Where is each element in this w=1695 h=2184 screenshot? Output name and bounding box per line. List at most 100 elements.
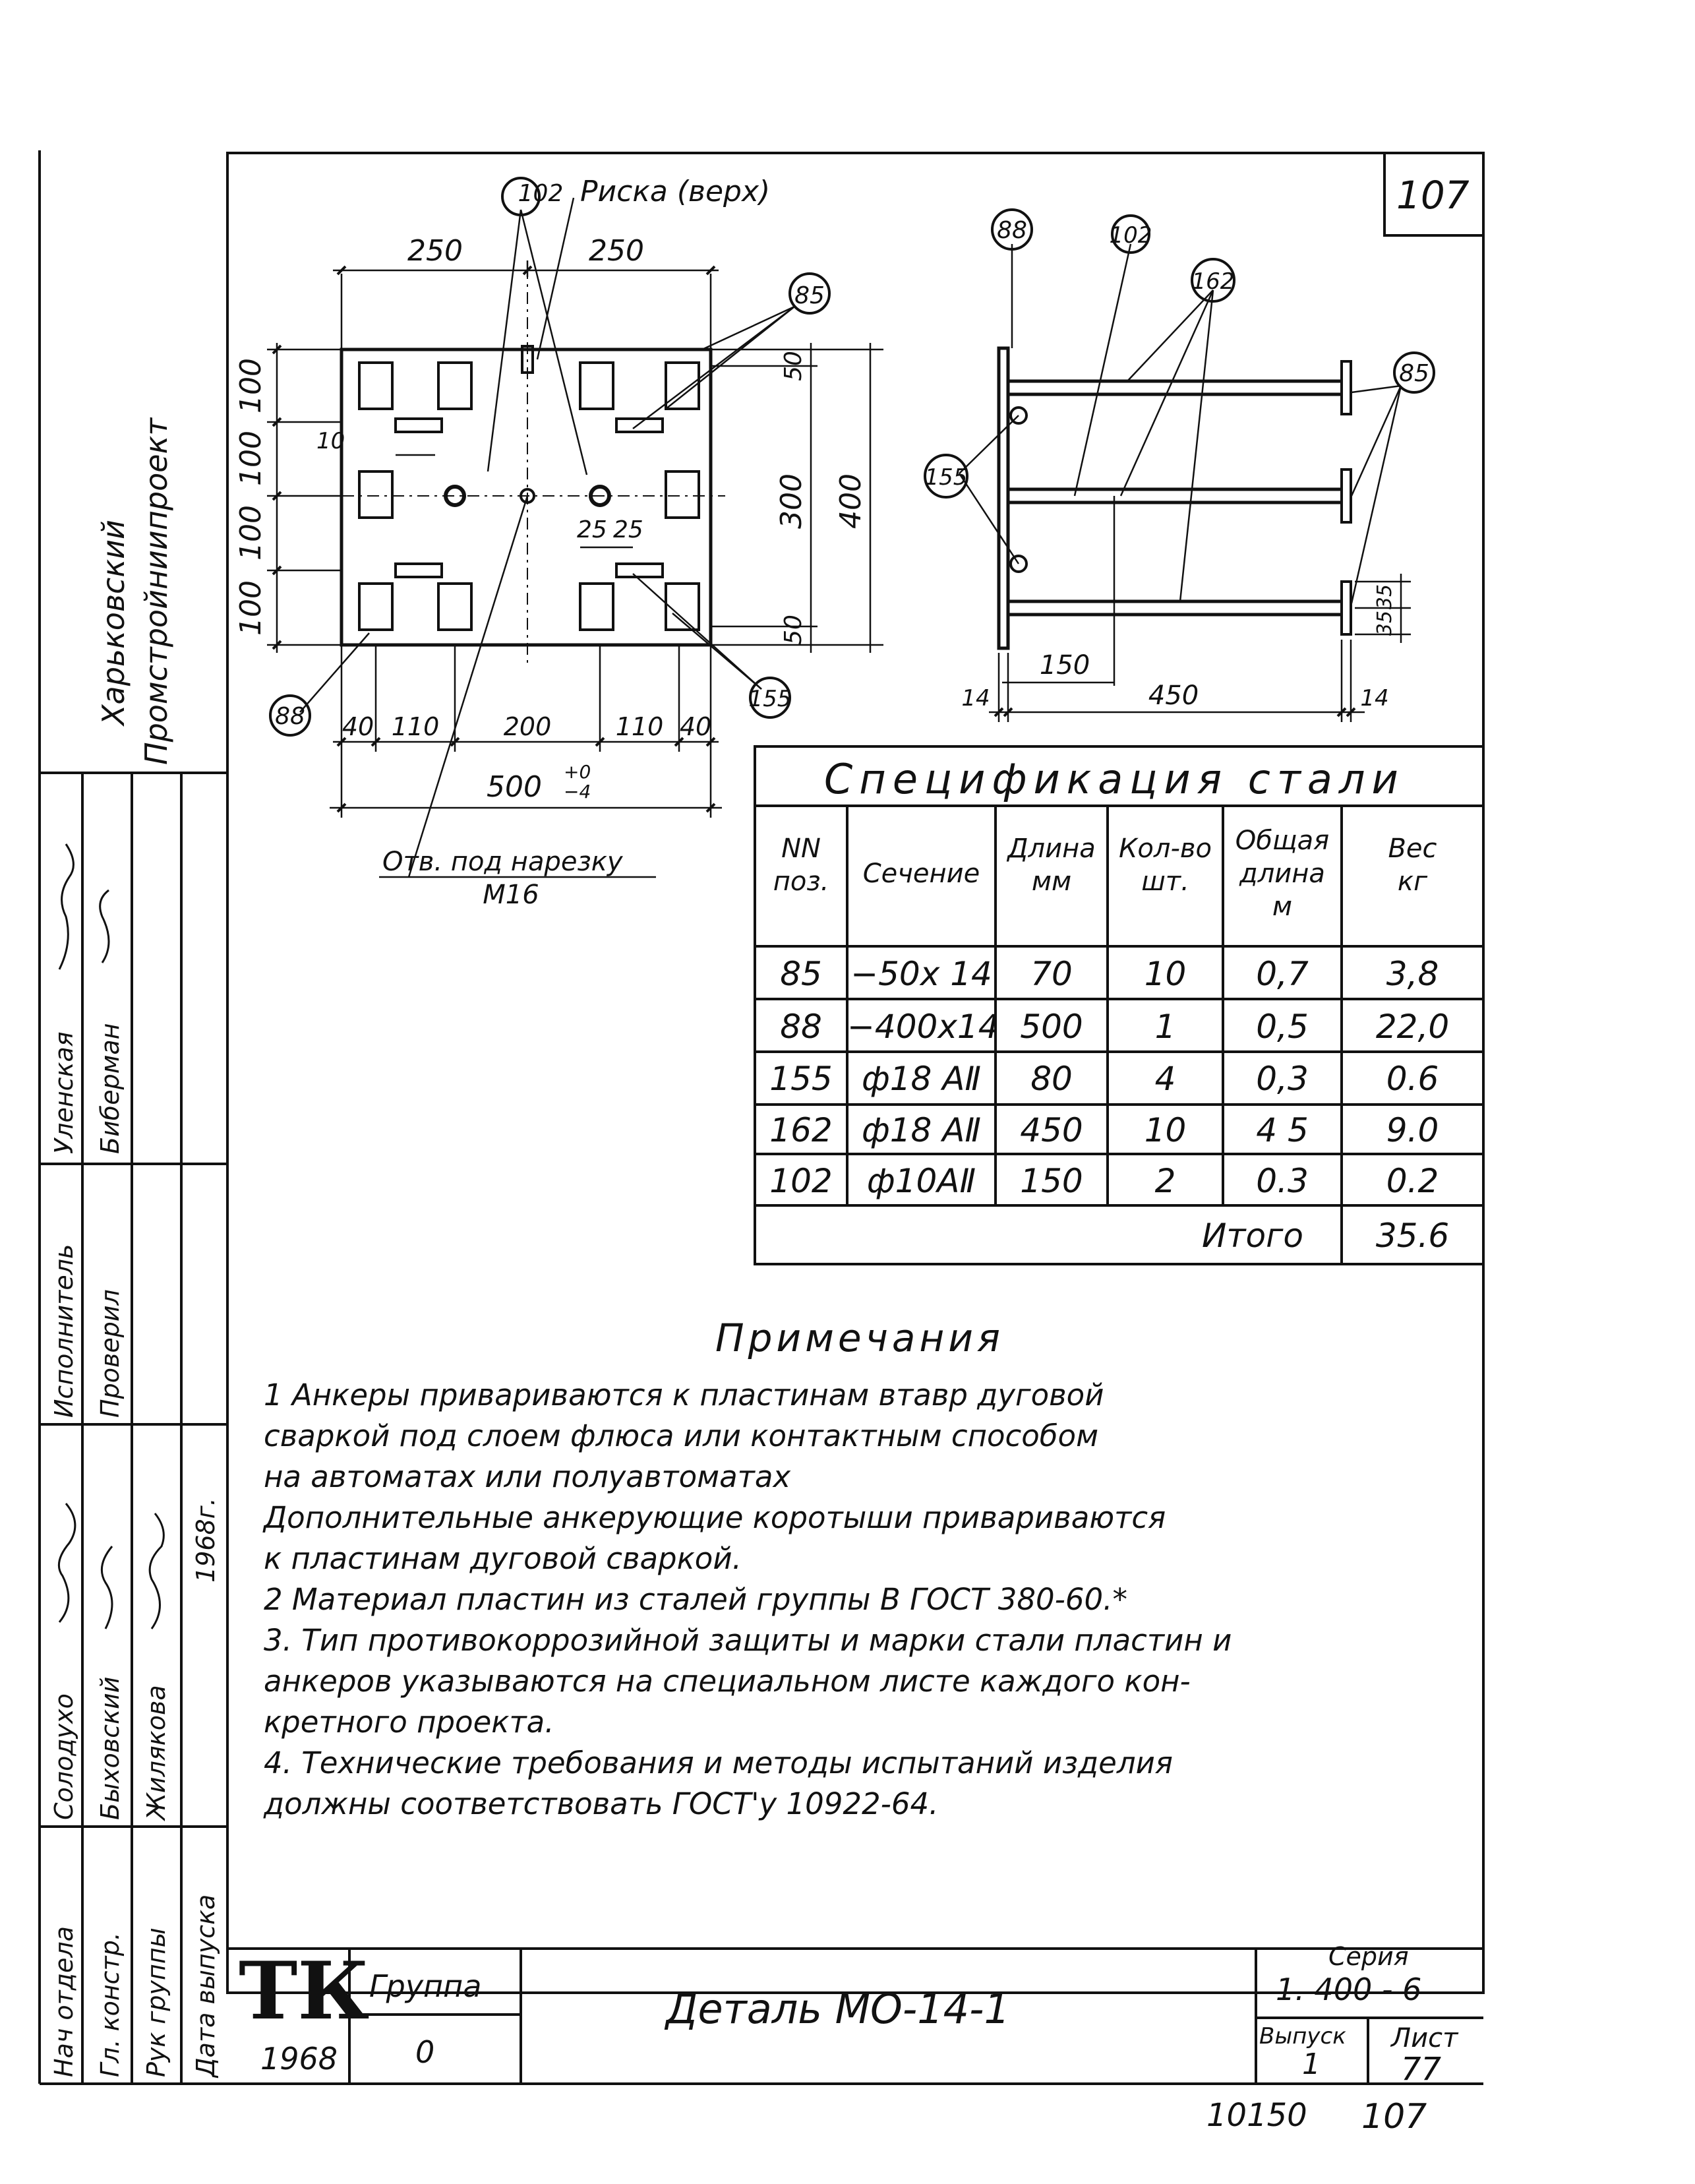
spec-title: Спецификация стали [824, 755, 1405, 803]
callout-102-plan: 102 [518, 180, 564, 207]
spec-cell-pos: 155 [769, 1060, 833, 1098]
spec-cell-length: 150 [1020, 1162, 1083, 1200]
notes-list: 1 Анкеры привариваются к пластинам втавр… [264, 1375, 1232, 1825]
spec-cell-section: −400x14 [847, 1008, 999, 1046]
dim-left-3: 100 [234, 505, 268, 561]
spec-cell-total: 4 5 [1256, 1111, 1309, 1149]
signature-1 [58, 843, 74, 970]
note-line: кретного проекта. [264, 1705, 554, 1740]
spec-header-pos: NN поз. [755, 832, 847, 898]
dim-bottom-1: 40 [342, 712, 374, 741]
bottom-code: 10150 [1206, 2097, 1307, 2134]
dim-left-1: 100 [234, 358, 268, 413]
dim-35-top: 35 [1373, 584, 1396, 609]
corner-sheet-number: 107 [1396, 173, 1470, 218]
bottom-page: 107 [1361, 2097, 1427, 2137]
group-label: Группа [369, 1968, 482, 2004]
spec-cell-pos: 88 [780, 1008, 822, 1046]
spec-cell-qty: 10 [1144, 955, 1187, 993]
spec-header-total-line2: длина [1239, 859, 1325, 889]
callout-102-side: 102 [1110, 222, 1152, 249]
signature-5 [148, 1513, 165, 1629]
spec-cell-section: ф18 АⅡ [861, 1111, 982, 1149]
hole-note-1: Отв. под нарезку [382, 847, 624, 877]
spec-header-total-line3: м [1272, 892, 1293, 922]
note-line: 4. Технические требования и методы испыт… [264, 1745, 1173, 1780]
dim-14-left: 14 [961, 685, 990, 712]
spec-total-value: 35.6 [1375, 1217, 1450, 1255]
callout-155-plan: 155 [749, 686, 792, 712]
tol-plus: +0 [564, 761, 591, 783]
tol-minus: −4 [564, 781, 591, 803]
dim-bottom-5: 40 [680, 712, 711, 741]
issue-value: 1 [1302, 2048, 1321, 2081]
callout-155-side: 155 [925, 464, 968, 491]
spec-header-total-line1: Общая [1235, 826, 1330, 856]
note-line: должны соответствовать ГОСТ'у 10922-64. [264, 1786, 939, 1821]
spec-header-qty: Кол-во шт. [1108, 832, 1223, 898]
notes-title: Примечания [715, 1316, 1004, 1360]
sheet-value: 77 [1401, 2051, 1442, 2088]
dim-bottom-2: 110 [392, 712, 440, 741]
spec-header-pos-line2: поз. [773, 866, 829, 897]
spec-cell-total: 0,7 [1256, 955, 1309, 993]
dim-right-bottom: 50 [780, 615, 807, 645]
spec-cell-weight: 0.2 [1386, 1162, 1439, 1200]
spec-cell-total: 0,3 [1256, 1060, 1309, 1098]
spec-cell-section: ф10АⅡ [866, 1162, 976, 1200]
spec-cell-qty: 2 [1154, 1162, 1176, 1200]
spec-cell-pos: 85 [780, 955, 822, 993]
dim-top-right: 250 [589, 234, 644, 268]
spec-cell-length: 500 [1020, 1008, 1083, 1046]
spec-header-length-line2: мм [1031, 866, 1072, 897]
note-line: анкеров указываются на специальном листе… [264, 1664, 1191, 1699]
sheet-label: Лист [1391, 2023, 1458, 2053]
spec-cell-qty: 1 [1154, 1008, 1176, 1046]
note-line: сваркой под слоем флюса или контактным с… [264, 1418, 1099, 1453]
note-line: к пластинам дуговой сваркой. [264, 1541, 742, 1576]
spec-header-total-length: Общая длина м [1223, 824, 1342, 923]
dim-450: 450 [1148, 681, 1199, 711]
dim-14-right: 14 [1360, 685, 1388, 712]
spec-cell-weight: 22,0 [1375, 1008, 1450, 1046]
note-line: на автоматах или полуавтоматах [264, 1459, 791, 1494]
spec-header-section: Сечение [862, 859, 980, 889]
callout-162-side: 162 [1192, 268, 1235, 295]
spec-header-qty-line1: Кол-во [1119, 834, 1212, 864]
spec-header-length: Длина мм [996, 832, 1108, 898]
spec-total-label: Итого [1202, 1217, 1303, 1255]
dim-35-bottom: 35 [1373, 611, 1396, 636]
note-line: Дополнительные анкерующие коротыши прива… [264, 1500, 1166, 1535]
issue-label: Выпуск [1259, 2023, 1346, 2049]
dim-bottom-3: 200 [504, 712, 552, 741]
spec-cell-total: 0.3 [1256, 1162, 1309, 1200]
callout-88-side: 88 [997, 217, 1027, 244]
drawing-title: Деталь МО-14-1 [666, 1985, 1010, 2033]
spec-header-pos-line1: NN [781, 834, 821, 864]
spec-header-qty-line2: шт. [1141, 866, 1189, 897]
spec-cell-qty: 10 [1144, 1111, 1187, 1149]
dim-right-top: 50 [780, 351, 807, 381]
spec-cell-weight: 9.0 [1386, 1111, 1439, 1149]
dim-inner-a: 25 [577, 516, 607, 543]
note-line: 3. Тип противокоррозийной защиты и марки… [264, 1623, 1232, 1658]
note-line: 2 Материал пластин из сталей группы В ГО… [264, 1582, 1127, 1617]
dim-left-4: 100 [234, 580, 268, 636]
series-label: Серия [1328, 1942, 1409, 1971]
spec-cell-weight: 3,8 [1386, 955, 1439, 993]
spec-header-weight-line1: Вес [1388, 834, 1437, 864]
spec-cell-total: 0,5 [1256, 1008, 1309, 1046]
dim-inner-b: 25 [613, 516, 643, 543]
spec-cell-section: −50x 14 [850, 955, 992, 993]
signature-3 [57, 1503, 76, 1623]
signature-2 [99, 889, 110, 963]
dim-bottom-4: 110 [616, 712, 664, 741]
dim-left-2: 100 [234, 431, 268, 486]
spec-cell-length: 70 [1030, 955, 1073, 993]
callout-85-plan: 85 [794, 282, 825, 309]
dim-150: 150 [1040, 650, 1090, 681]
spec-cell-pos: 102 [769, 1162, 833, 1200]
spec-header-length-line1: Длина [1007, 834, 1096, 864]
